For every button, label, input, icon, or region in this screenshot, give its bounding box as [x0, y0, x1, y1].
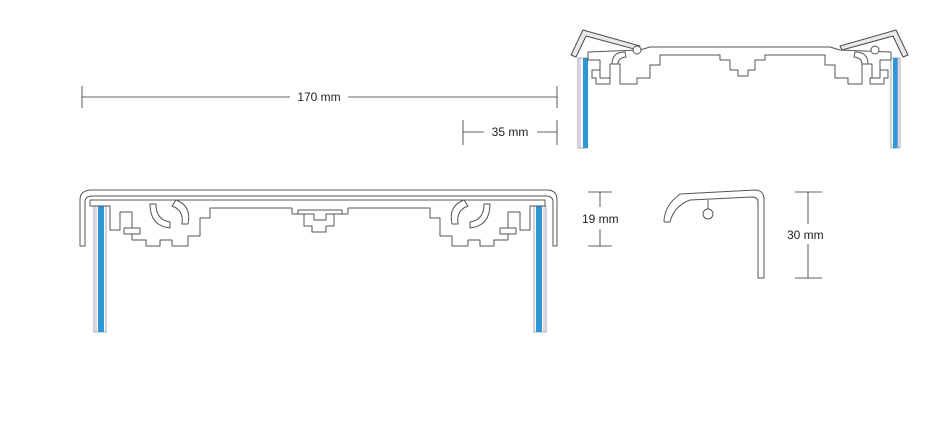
dimension-19: 19 mm: [582, 191, 619, 247]
dimension-label-35: 35 mm: [492, 125, 529, 139]
top-left-foot: [591, 69, 611, 85]
top-right-hook: [853, 51, 869, 65]
top-right-bead: [870, 45, 880, 55]
top-left-glass: [577, 57, 588, 149]
cap-section-bead: [702, 208, 714, 220]
dimension-label-170: 170 mm: [297, 90, 340, 104]
main-center-tslot: [297, 209, 343, 221]
top-profile-view: [570, 29, 909, 149]
main-right-slot: [499, 227, 517, 235]
main-cover: [79, 189, 558, 247]
top-left-bead: [632, 45, 642, 55]
main-left-clip: [149, 203, 171, 229]
dimension-170: 170 mm: [81, 86, 558, 108]
cap-section-shape: [663, 189, 765, 279]
dimension-35: 35 mm: [462, 120, 558, 145]
top-left-hook: [611, 51, 627, 65]
dimension-label-19: 19 mm: [582, 212, 619, 226]
cap-section-view: [663, 189, 765, 279]
dimension-label-30: 30 mm: [787, 228, 824, 242]
main-right-clip: [469, 203, 491, 229]
main-profile-view: [79, 189, 558, 333]
top-right-glass: [890, 57, 901, 149]
main-right-curl: [450, 199, 469, 225]
top-right-foot: [869, 69, 889, 85]
dimension-30: 30 mm: [787, 191, 824, 279]
main-left-slot: [123, 227, 141, 235]
main-right-glass: [533, 205, 547, 333]
top-profile-body: [587, 46, 892, 85]
main-left-glass: [93, 205, 107, 333]
main-left-curl: [171, 199, 190, 225]
